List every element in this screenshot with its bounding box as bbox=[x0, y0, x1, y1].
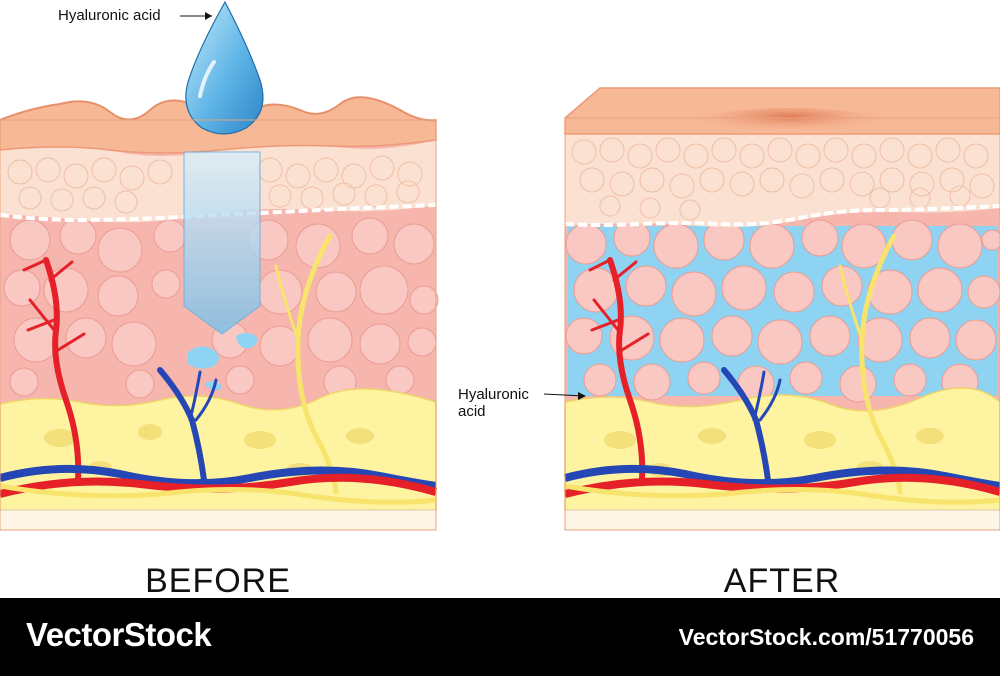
after-epidermis-cells bbox=[571, 137, 995, 221]
before-nerve-branch bbox=[274, 264, 300, 342]
before-nerve bbox=[295, 233, 339, 495]
before-skin-section bbox=[0, 0, 439, 531]
before-deep-vein bbox=[0, 464, 437, 490]
footer-url: VectorStock.com/51770056 bbox=[678, 624, 974, 650]
after-skin-section bbox=[543, 87, 1000, 531]
injection-arrow bbox=[183, 151, 261, 335]
before-deep-nerve bbox=[0, 483, 437, 505]
watermark-footer: VectorStock VectorStock.com/51770056 bbox=[0, 598, 1000, 676]
after-hyaluronic-label: Hyaluronic acid bbox=[458, 386, 538, 420]
after-artery-capillaries bbox=[588, 258, 650, 352]
after-epidermis bbox=[561, 134, 1000, 228]
after-label-arrowhead bbox=[578, 392, 586, 400]
skin-diagram bbox=[0, 0, 1000, 531]
after-base-band bbox=[564, 509, 1000, 531]
after-nerve-branch bbox=[838, 264, 864, 342]
after-outline bbox=[564, 117, 1000, 531]
hyaluronic-drop-icon bbox=[185, 0, 264, 135]
after-nerve bbox=[859, 233, 903, 495]
after-smoothed-dimple bbox=[700, 108, 880, 136]
after-vein-capillaries bbox=[752, 370, 782, 422]
after-basement-membrane bbox=[564, 204, 1000, 227]
before-artery-branch bbox=[43, 257, 82, 483]
after-label-line2: acid bbox=[458, 403, 486, 420]
drop-label-arrowhead bbox=[205, 12, 212, 20]
after-caption: AFTER bbox=[723, 562, 841, 600]
after-vein-branch bbox=[721, 367, 771, 483]
drop-highlight bbox=[198, 60, 216, 98]
after-artery-branch bbox=[607, 257, 646, 483]
drop-label: Hyaluronic acid bbox=[58, 7, 161, 24]
before-vein-branch bbox=[157, 367, 207, 483]
before-caption: BEFORE bbox=[145, 562, 291, 600]
before-base-band bbox=[0, 509, 437, 531]
after-deep-nerve bbox=[564, 483, 1000, 505]
before-vein-capillaries bbox=[188, 370, 218, 422]
before-outline bbox=[0, 119, 437, 531]
brand-logo: VectorStock bbox=[26, 616, 212, 653]
before-dermis-cells bbox=[3, 217, 439, 399]
after-label-line bbox=[543, 393, 585, 397]
after-label-line1: Hyaluronic bbox=[458, 386, 529, 403]
after-deep-vein bbox=[563, 464, 1000, 490]
before-artery-capillaries bbox=[22, 258, 86, 352]
